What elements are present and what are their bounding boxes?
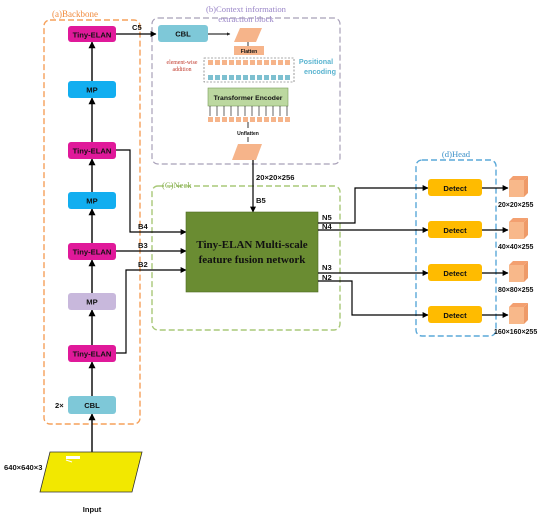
backbone-title: (a)Backbone (52, 9, 98, 19)
backbone-tiny-elan-b2-label: Tiny-ELAN (73, 350, 112, 359)
n5-arrow (318, 185, 429, 224)
n4-label: N4 (322, 222, 332, 231)
backbone-tiny-elan-b4-label: Tiny-ELAN (73, 147, 112, 156)
context-cbl-label: CBL (175, 30, 191, 39)
input-size-label: 640×640×3 (4, 463, 42, 472)
context-title-line1: (b)Context information (206, 4, 287, 14)
n5-label: N5 (322, 213, 332, 222)
backbone-cbl-label: CBL (84, 401, 100, 410)
output-size-1: 20×20×255 (498, 202, 534, 209)
context-title-line2: extraction block (218, 14, 274, 24)
detect-block-1: Detect (428, 179, 482, 196)
input-image-icon (39, 451, 143, 493)
detect-block-3: Detect (428, 264, 482, 281)
encoder-output-arrows (209, 106, 288, 116)
b2-label: B2 (138, 260, 148, 269)
feature-map-icon (234, 28, 262, 42)
backbone-tiny-elan-b2: Tiny-ELAN (68, 345, 116, 362)
detect-block-2: Detect (428, 221, 482, 238)
cbl-repeat-label: 2× (55, 401, 64, 410)
b3-label: B3 (138, 241, 148, 250)
backbone-tiny-elan-b4: Tiny-ELAN (68, 142, 116, 159)
backbone-tiny-elan-top-label: Tiny-ELAN (73, 31, 112, 40)
b4-label: B4 (138, 222, 148, 231)
token-row-bottom (208, 117, 290, 122)
flatten-box (234, 46, 264, 55)
output-size-4: 160×160×255 (494, 329, 537, 336)
positional-band (203, 57, 295, 83)
output-tensor-3 (509, 261, 528, 282)
input-label: Input (83, 505, 102, 514)
neck-frame (151, 185, 341, 331)
output-tensor-2 (509, 218, 528, 239)
n3-label: N3 (322, 263, 332, 272)
n2-label: N2 (322, 273, 332, 282)
backbone-tiny-elan-top: Tiny-ELAN (68, 26, 116, 42)
output-tensor-4 (509, 303, 528, 324)
flatten-label: Flatten (241, 49, 257, 55)
head-frame (415, 159, 497, 337)
output-size-3: 80×80×255 (498, 287, 534, 294)
detect-block-4: Detect (428, 306, 482, 323)
context-dimension-label: 20×20×256 (256, 173, 294, 182)
b5-label: B5 (256, 196, 266, 205)
detect-label-2: Detect (443, 226, 467, 235)
feature-map-output-icon (232, 144, 262, 160)
output-size-2: 40×40×255 (498, 244, 534, 251)
positional-row (208, 75, 290, 80)
output-tensor-1 (509, 176, 528, 197)
neck-label-line2: feature fusion network (199, 254, 307, 266)
unflatten-label: Unflatten (237, 131, 259, 137)
elementwise-label-line2: addition (173, 67, 192, 73)
c5-label: C5 (132, 23, 142, 32)
backbone-mp-bottom-label: MP (86, 298, 97, 307)
neck-title: (C)Neck (162, 180, 192, 190)
head-title: (d)Head (442, 149, 471, 159)
detect-label-3: Detect (443, 269, 467, 278)
neck-fusion-box (185, 211, 319, 293)
detect-label-1: Detect (443, 184, 467, 193)
backbone-tiny-elan-b3: Tiny-ELAN (68, 243, 116, 260)
context-cbl: CBL (158, 25, 208, 42)
backbone-tiny-elan-b3-label: Tiny-ELAN (73, 248, 112, 257)
token-row-top (208, 60, 290, 65)
detect-label-4: Detect (443, 311, 467, 320)
transformer-encoder-box (207, 87, 289, 107)
context-frame (151, 17, 341, 165)
backbone-mp-top-label: MP (86, 86, 97, 95)
backbone-mp-bottom: MP (68, 293, 116, 310)
elementwise-label-line1: element-wise (167, 60, 198, 66)
positional-label-line1: Positional (299, 57, 333, 66)
n2-arrow (318, 280, 429, 318)
backbone-mp-middle: MP (68, 192, 116, 209)
backbone-mp-middle-label: MP (86, 197, 97, 206)
transformer-encoder-label: Transformer Encoder (214, 95, 283, 102)
positional-label-line2: encoding (304, 67, 336, 76)
neck-label-line1: Tiny-ELAN Multi-scale (196, 239, 307, 251)
b2-arrow (116, 267, 187, 354)
b4-arrow (116, 149, 187, 235)
backbone-mp-top: MP (68, 81, 116, 98)
backbone-cbl: CBL (68, 396, 116, 414)
